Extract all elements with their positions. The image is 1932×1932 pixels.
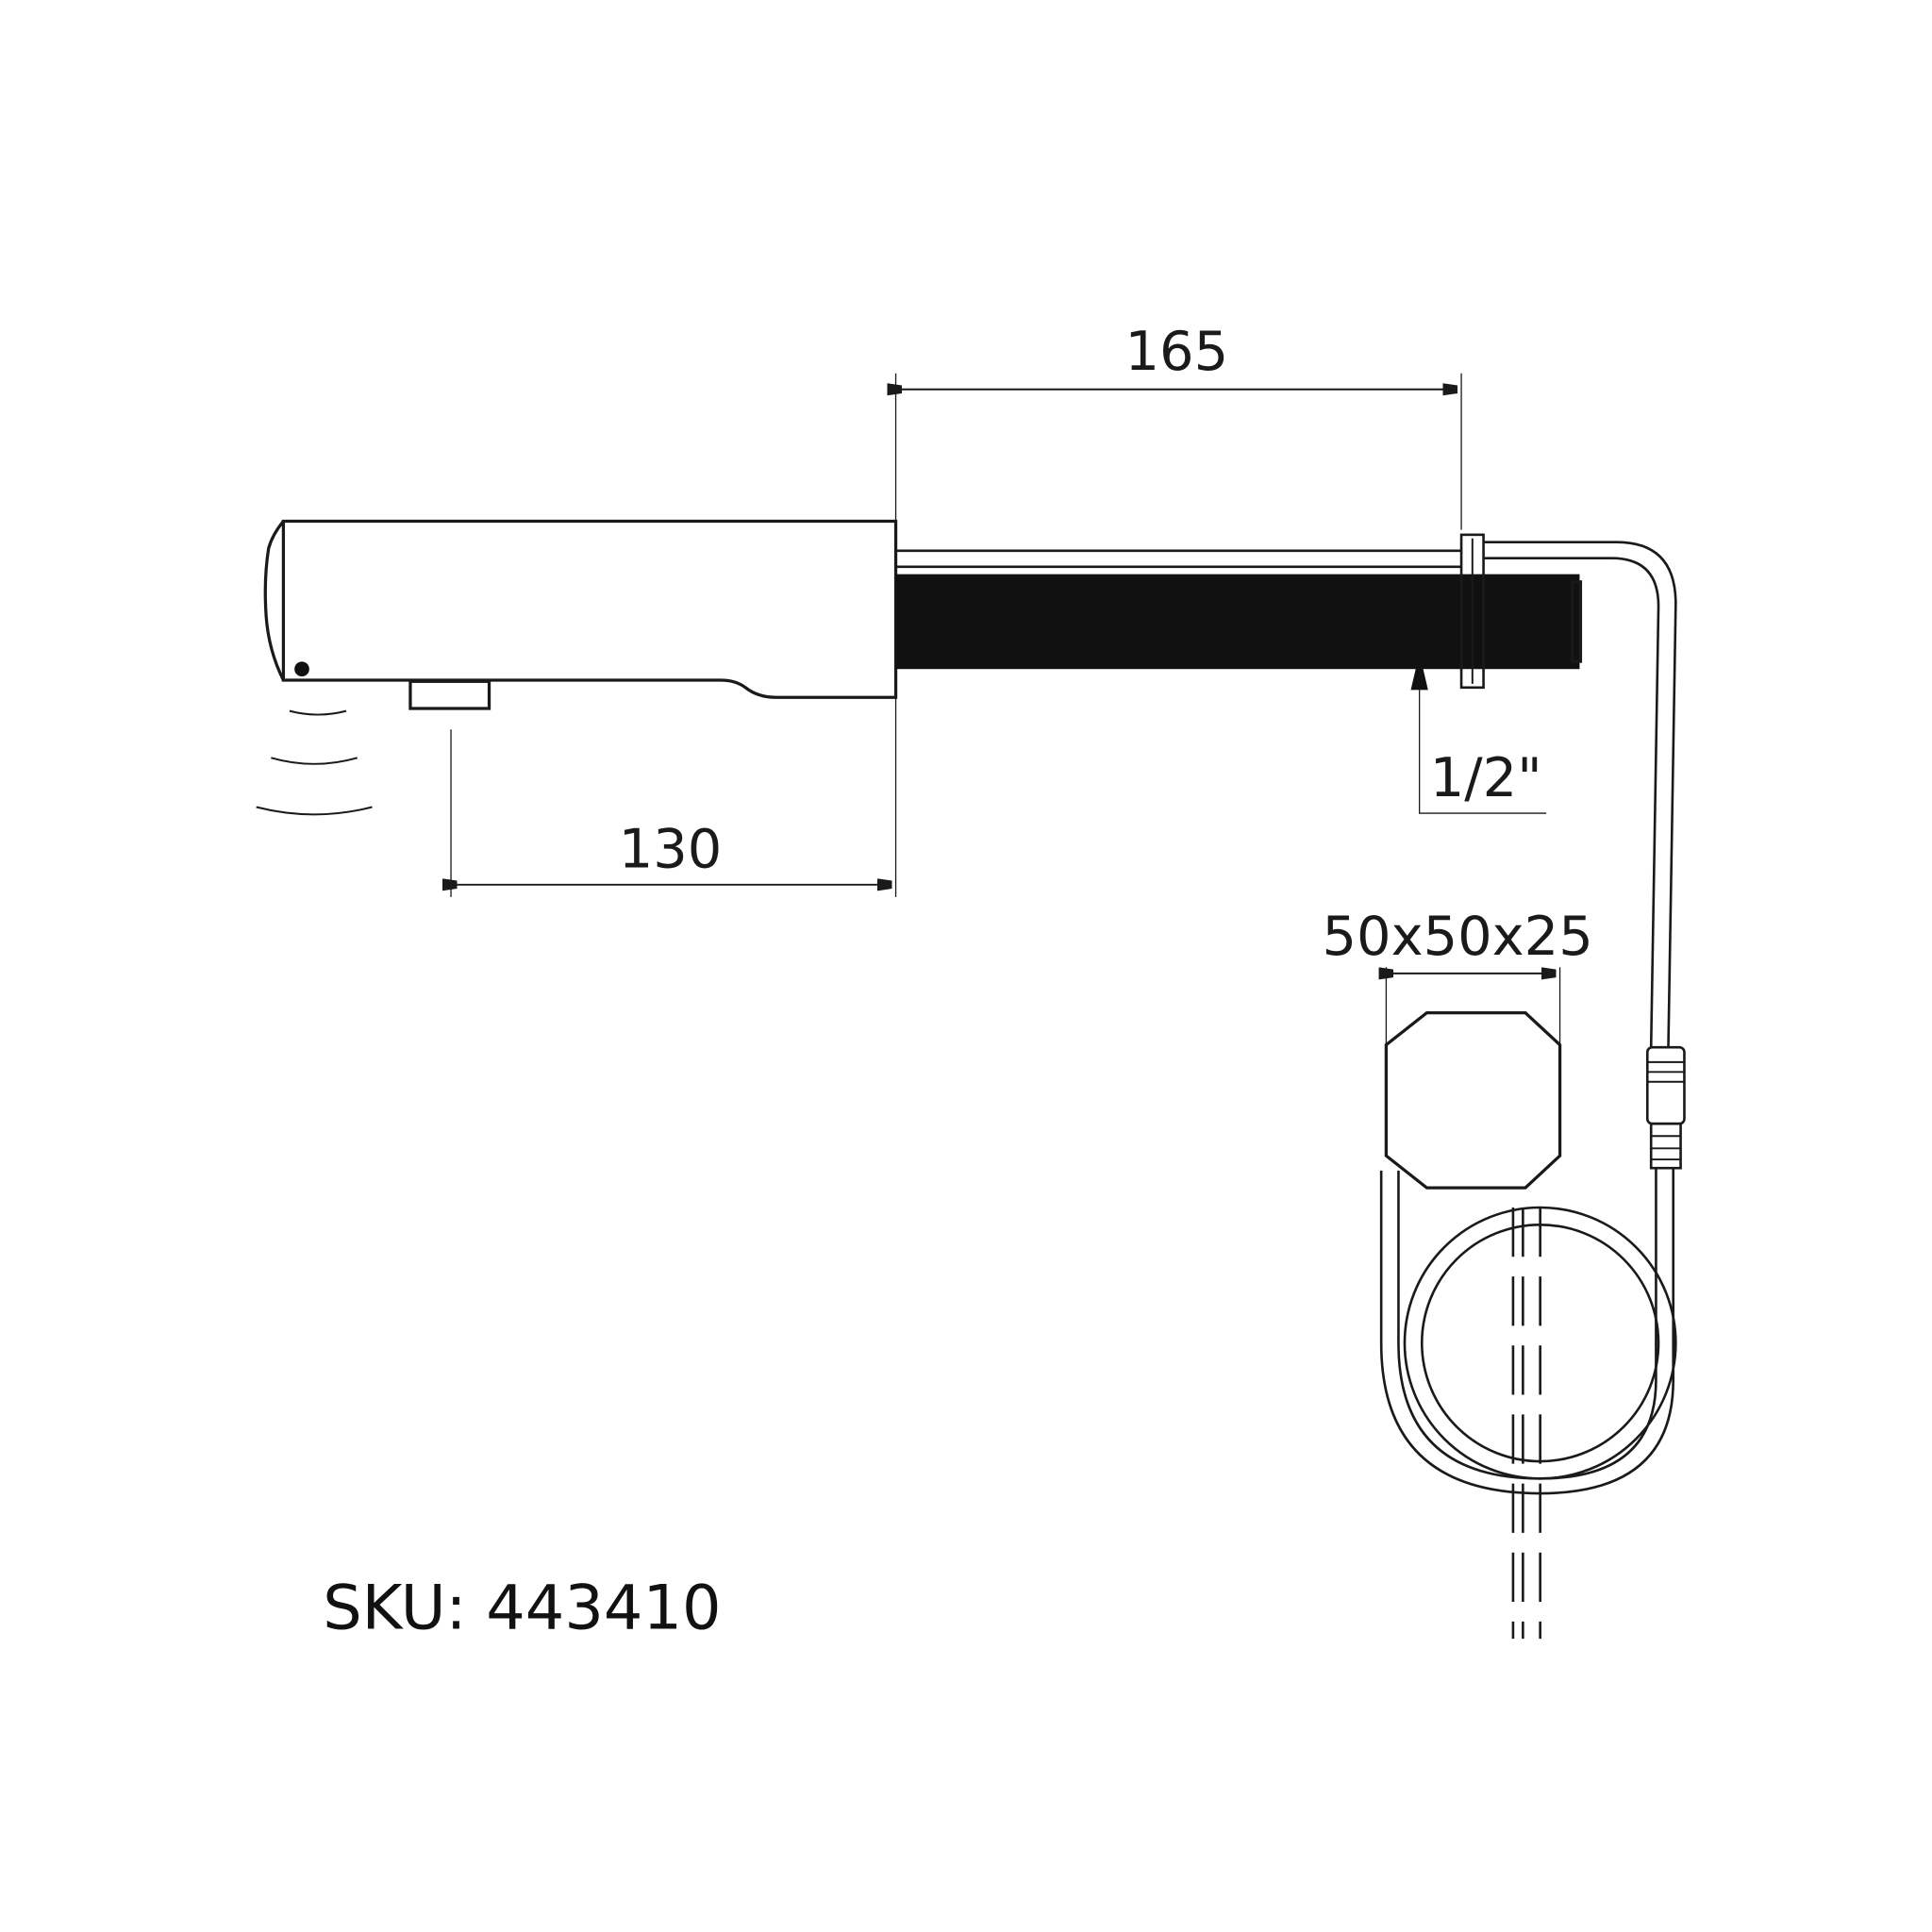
dimension-label-130: 130 — [619, 818, 723, 881]
thread-callout: 1/2" — [1410, 653, 1547, 814]
sensor-waves-icon — [256, 709, 373, 816]
sensor-cable — [1379, 541, 1686, 1640]
dimension-label-165: 165 — [1125, 320, 1229, 383]
spout-body — [256, 519, 898, 816]
dimension-130: 130 — [451, 697, 897, 897]
thread-size-label: 1/2" — [1430, 746, 1542, 809]
dimension-165: 165 — [896, 320, 1462, 530]
control-box-size-label: 50x50x25 — [1322, 905, 1592, 968]
control-box — [1386, 967, 1562, 1190]
mounting-pipe — [895, 533, 1583, 690]
sensor-dot-icon — [294, 661, 309, 677]
sku-label: SKU: 443410 — [323, 1573, 721, 1644]
